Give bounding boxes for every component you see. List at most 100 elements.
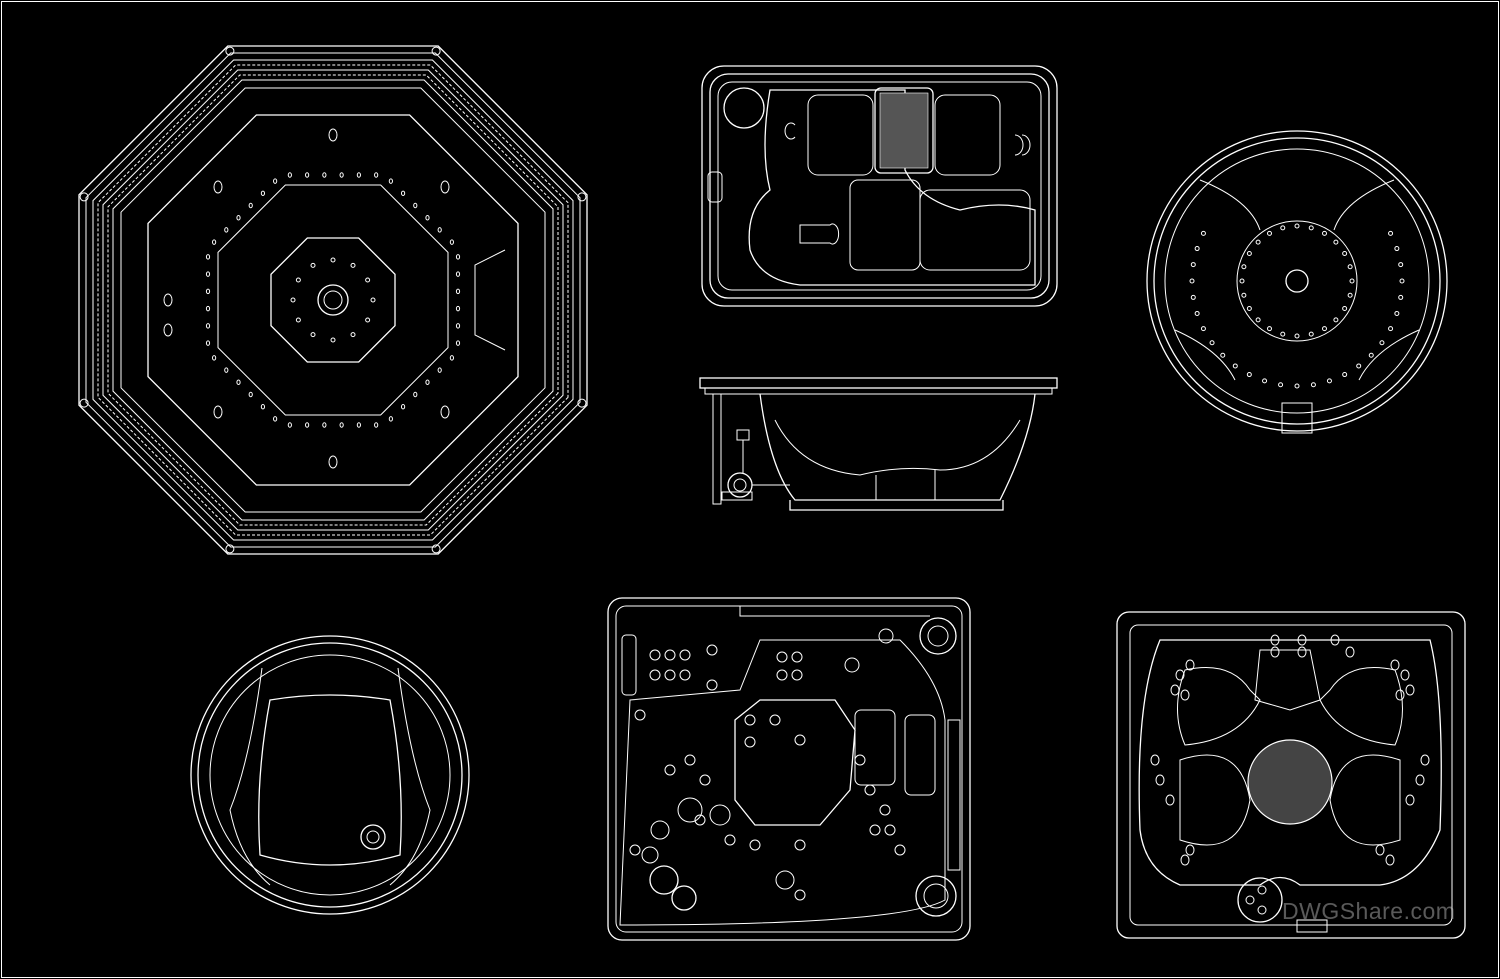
round-hot-tub-plan xyxy=(1146,130,1448,434)
jet xyxy=(1345,646,1355,658)
jet xyxy=(1180,689,1190,701)
jet-dot xyxy=(374,172,379,178)
jet-dot xyxy=(236,379,241,386)
jet-dot xyxy=(205,340,211,346)
jet-dot xyxy=(455,305,461,312)
jet-dot xyxy=(287,172,292,178)
jet-dot xyxy=(388,178,393,184)
jet xyxy=(679,669,691,681)
jet xyxy=(634,709,646,721)
jet-dot xyxy=(248,391,253,398)
jet-dot xyxy=(413,391,418,398)
jet xyxy=(706,679,718,691)
jet-dot xyxy=(205,288,211,295)
jet-dot xyxy=(224,227,229,233)
jet-dot xyxy=(356,422,361,428)
rectangular-spa-plan xyxy=(1116,611,1466,939)
jet-dot xyxy=(205,271,211,277)
jet xyxy=(1270,646,1280,658)
jet-dot xyxy=(455,340,461,346)
jet xyxy=(749,839,761,851)
jet-dot xyxy=(413,202,418,209)
rectangular-tub-plan xyxy=(701,65,1058,307)
jet-dot xyxy=(455,288,461,295)
jet xyxy=(664,669,676,681)
jet xyxy=(1165,794,1175,806)
jet-dot xyxy=(260,190,266,197)
jet xyxy=(1180,854,1190,866)
jet-dot xyxy=(339,172,344,178)
jet-dot xyxy=(425,379,430,386)
jet-dot xyxy=(449,355,454,361)
jet xyxy=(1395,689,1405,701)
jet xyxy=(791,669,803,681)
jet xyxy=(1405,684,1415,696)
jet xyxy=(894,844,906,856)
jet xyxy=(1400,669,1410,681)
jet xyxy=(649,669,661,681)
jet-dot xyxy=(374,422,379,428)
jet xyxy=(684,754,696,766)
jet-dot xyxy=(322,422,327,428)
jet xyxy=(664,649,676,661)
jet xyxy=(1270,634,1280,646)
jet xyxy=(1375,844,1385,856)
jet-dot xyxy=(205,323,211,329)
jet-dot xyxy=(437,367,442,373)
jet xyxy=(1170,684,1180,696)
jet xyxy=(706,644,718,656)
jet-dot xyxy=(339,422,344,428)
jet-dot xyxy=(400,403,406,410)
jet-dot xyxy=(388,416,393,422)
jet-dot xyxy=(455,254,461,260)
jet xyxy=(791,651,803,663)
jet-dot xyxy=(449,239,454,245)
jet-dot xyxy=(205,254,211,260)
jet-dot xyxy=(455,323,461,329)
jet xyxy=(1150,754,1160,766)
jet xyxy=(854,754,866,766)
jet-dot xyxy=(287,422,292,428)
jet-dot xyxy=(455,271,461,277)
small-round-tub-plan xyxy=(190,635,470,915)
rectangular-tub-side-elevation xyxy=(699,377,1058,511)
jet xyxy=(1175,669,1185,681)
jet-dot xyxy=(205,305,211,312)
jet xyxy=(1330,634,1340,646)
jet-dot xyxy=(224,367,229,373)
jet xyxy=(1185,659,1195,671)
jet-dot xyxy=(305,172,310,178)
jet xyxy=(869,824,881,836)
jet xyxy=(629,844,641,856)
jet-dot xyxy=(248,202,253,209)
jet xyxy=(699,774,711,786)
jet xyxy=(649,649,661,661)
jet xyxy=(1297,634,1307,646)
jet xyxy=(884,824,896,836)
watermark: DWGShare.com xyxy=(1282,898,1456,924)
jet-dot xyxy=(212,239,217,245)
square-spa-plan xyxy=(607,597,971,941)
jet xyxy=(794,734,806,746)
jet-dot xyxy=(305,422,310,428)
jet xyxy=(1390,659,1400,671)
jet-dot xyxy=(356,172,361,178)
jet-dot xyxy=(322,172,327,178)
jet-dot xyxy=(437,227,442,233)
octagon-hot-tub-plan xyxy=(78,45,588,555)
jet xyxy=(776,669,788,681)
jet xyxy=(694,814,706,826)
jet-dot xyxy=(400,190,406,197)
jet xyxy=(1297,646,1307,658)
jet xyxy=(879,804,891,816)
jet xyxy=(1185,844,1195,856)
jet-dot xyxy=(273,416,278,422)
jet xyxy=(1155,774,1165,786)
jet xyxy=(1415,774,1425,786)
jet xyxy=(794,839,806,851)
jet xyxy=(724,834,736,846)
jet-dot xyxy=(212,355,217,361)
jet xyxy=(864,784,876,796)
jet-dot xyxy=(273,178,278,184)
